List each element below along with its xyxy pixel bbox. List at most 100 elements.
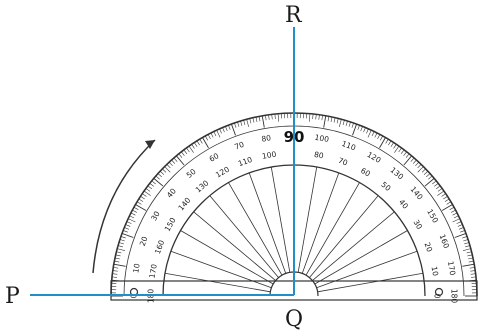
scale-tick [315, 114, 317, 120]
scale-tick [135, 204, 147, 211]
scale-tick [173, 157, 178, 162]
inner-scale-number: 60 [359, 166, 372, 179]
inner-scale-number: 140 [176, 196, 192, 213]
scale-tick [115, 254, 121, 257]
scale-tick [120, 236, 126, 239]
outer-scale-number: 170 [446, 260, 457, 276]
scale-tick [371, 131, 375, 137]
scale-tick [128, 218, 136, 223]
outer-scale-number: 20 [138, 235, 150, 247]
scale-tick [342, 120, 345, 125]
outer-scale-number: 120 [366, 150, 383, 165]
outer-scale-number: 60 [208, 151, 221, 164]
scale-tick [423, 170, 429, 175]
scale-tick [394, 145, 400, 153]
outer-scale-number: 160 [438, 233, 451, 250]
scale-tick [159, 170, 165, 175]
scale-tick [323, 115, 327, 128]
scale-tick [246, 119, 249, 128]
scale-tick [456, 221, 462, 224]
scale-tick [470, 273, 476, 275]
outer-scale-number: 40 [165, 186, 178, 199]
scale-tick [336, 118, 339, 124]
scale-tick [470, 270, 476, 272]
outer-scale-number: 80 [261, 133, 272, 144]
scale-tick [339, 119, 342, 128]
scale-tick [155, 175, 160, 180]
protractor-spoke [314, 230, 408, 285]
scale-tick [333, 117, 336, 123]
scale-tick [252, 117, 255, 123]
scale-tick [222, 127, 225, 133]
protractor-spoke [228, 182, 283, 276]
scale-tick [268, 114, 270, 120]
scale-tick [133, 207, 139, 210]
scale-tick [444, 198, 450, 202]
scale-tick [130, 212, 136, 216]
scale-tick [205, 135, 208, 141]
scale-tick [129, 215, 135, 219]
scale-tick [458, 227, 464, 230]
scale-tick [468, 260, 474, 263]
scale-tick [219, 128, 222, 134]
scale-tick [145, 188, 151, 192]
scale-tick [452, 218, 460, 223]
scale-tick [441, 193, 446, 197]
protractor-spoke [164, 272, 271, 293]
scale-tick [432, 180, 437, 185]
protractor-spoke [305, 182, 360, 276]
scale-tick [437, 190, 445, 196]
scale-tick [111, 276, 118, 278]
scale-tick [171, 159, 176, 164]
outer-scale-number: 50 [185, 167, 198, 180]
protractor-spoke [193, 211, 276, 281]
scale-tick [168, 161, 173, 167]
scale-tick [118, 245, 123, 248]
scale-tick [412, 159, 417, 164]
scale-tick [213, 131, 217, 137]
scale-tick [454, 232, 467, 238]
scale-tick [118, 242, 124, 245]
outer-scale-number: 70 [233, 140, 245, 152]
scale-tick [470, 276, 477, 278]
scale-tick [153, 178, 164, 187]
scale-tick [121, 232, 134, 238]
scale-tick [453, 215, 459, 219]
scale-tick [112, 273, 118, 275]
scale-tick [181, 151, 185, 156]
scale-tick [113, 267, 119, 269]
scale-tick [240, 120, 243, 126]
scale-tick [312, 113, 314, 120]
scale-tick [345, 120, 348, 126]
protractor-spoke [170, 250, 272, 289]
outer-scale-number: 30 [149, 209, 162, 222]
scale-tick [385, 138, 389, 144]
scale-tick [357, 125, 360, 130]
scale-tick [465, 245, 470, 248]
protractor-spoke [270, 166, 291, 273]
scale-tick [183, 149, 188, 155]
scale-tick [216, 130, 221, 138]
protractor-spoke [316, 250, 418, 289]
scale-tick [352, 123, 358, 136]
scale-tick [367, 130, 372, 138]
inner-scale-number: 160 [153, 239, 166, 256]
protractor [110, 112, 478, 301]
scale-tick [468, 257, 474, 260]
scale-tick [463, 239, 469, 242]
scale-tick [435, 185, 441, 190]
scale-tick [467, 254, 473, 257]
inner-scale-number: 30 [412, 218, 425, 231]
scale-tick [348, 121, 351, 127]
protractor-spokes [164, 165, 424, 293]
scale-tick [228, 125, 231, 130]
point-label-q: Q [285, 307, 303, 331]
scale-tick [230, 123, 236, 136]
scale-tick [460, 230, 465, 233]
scale-tick [186, 147, 190, 153]
scale-tick [162, 168, 167, 173]
scale-tick [176, 155, 185, 166]
scale-tick [330, 116, 333, 122]
scale-tick [202, 137, 209, 149]
